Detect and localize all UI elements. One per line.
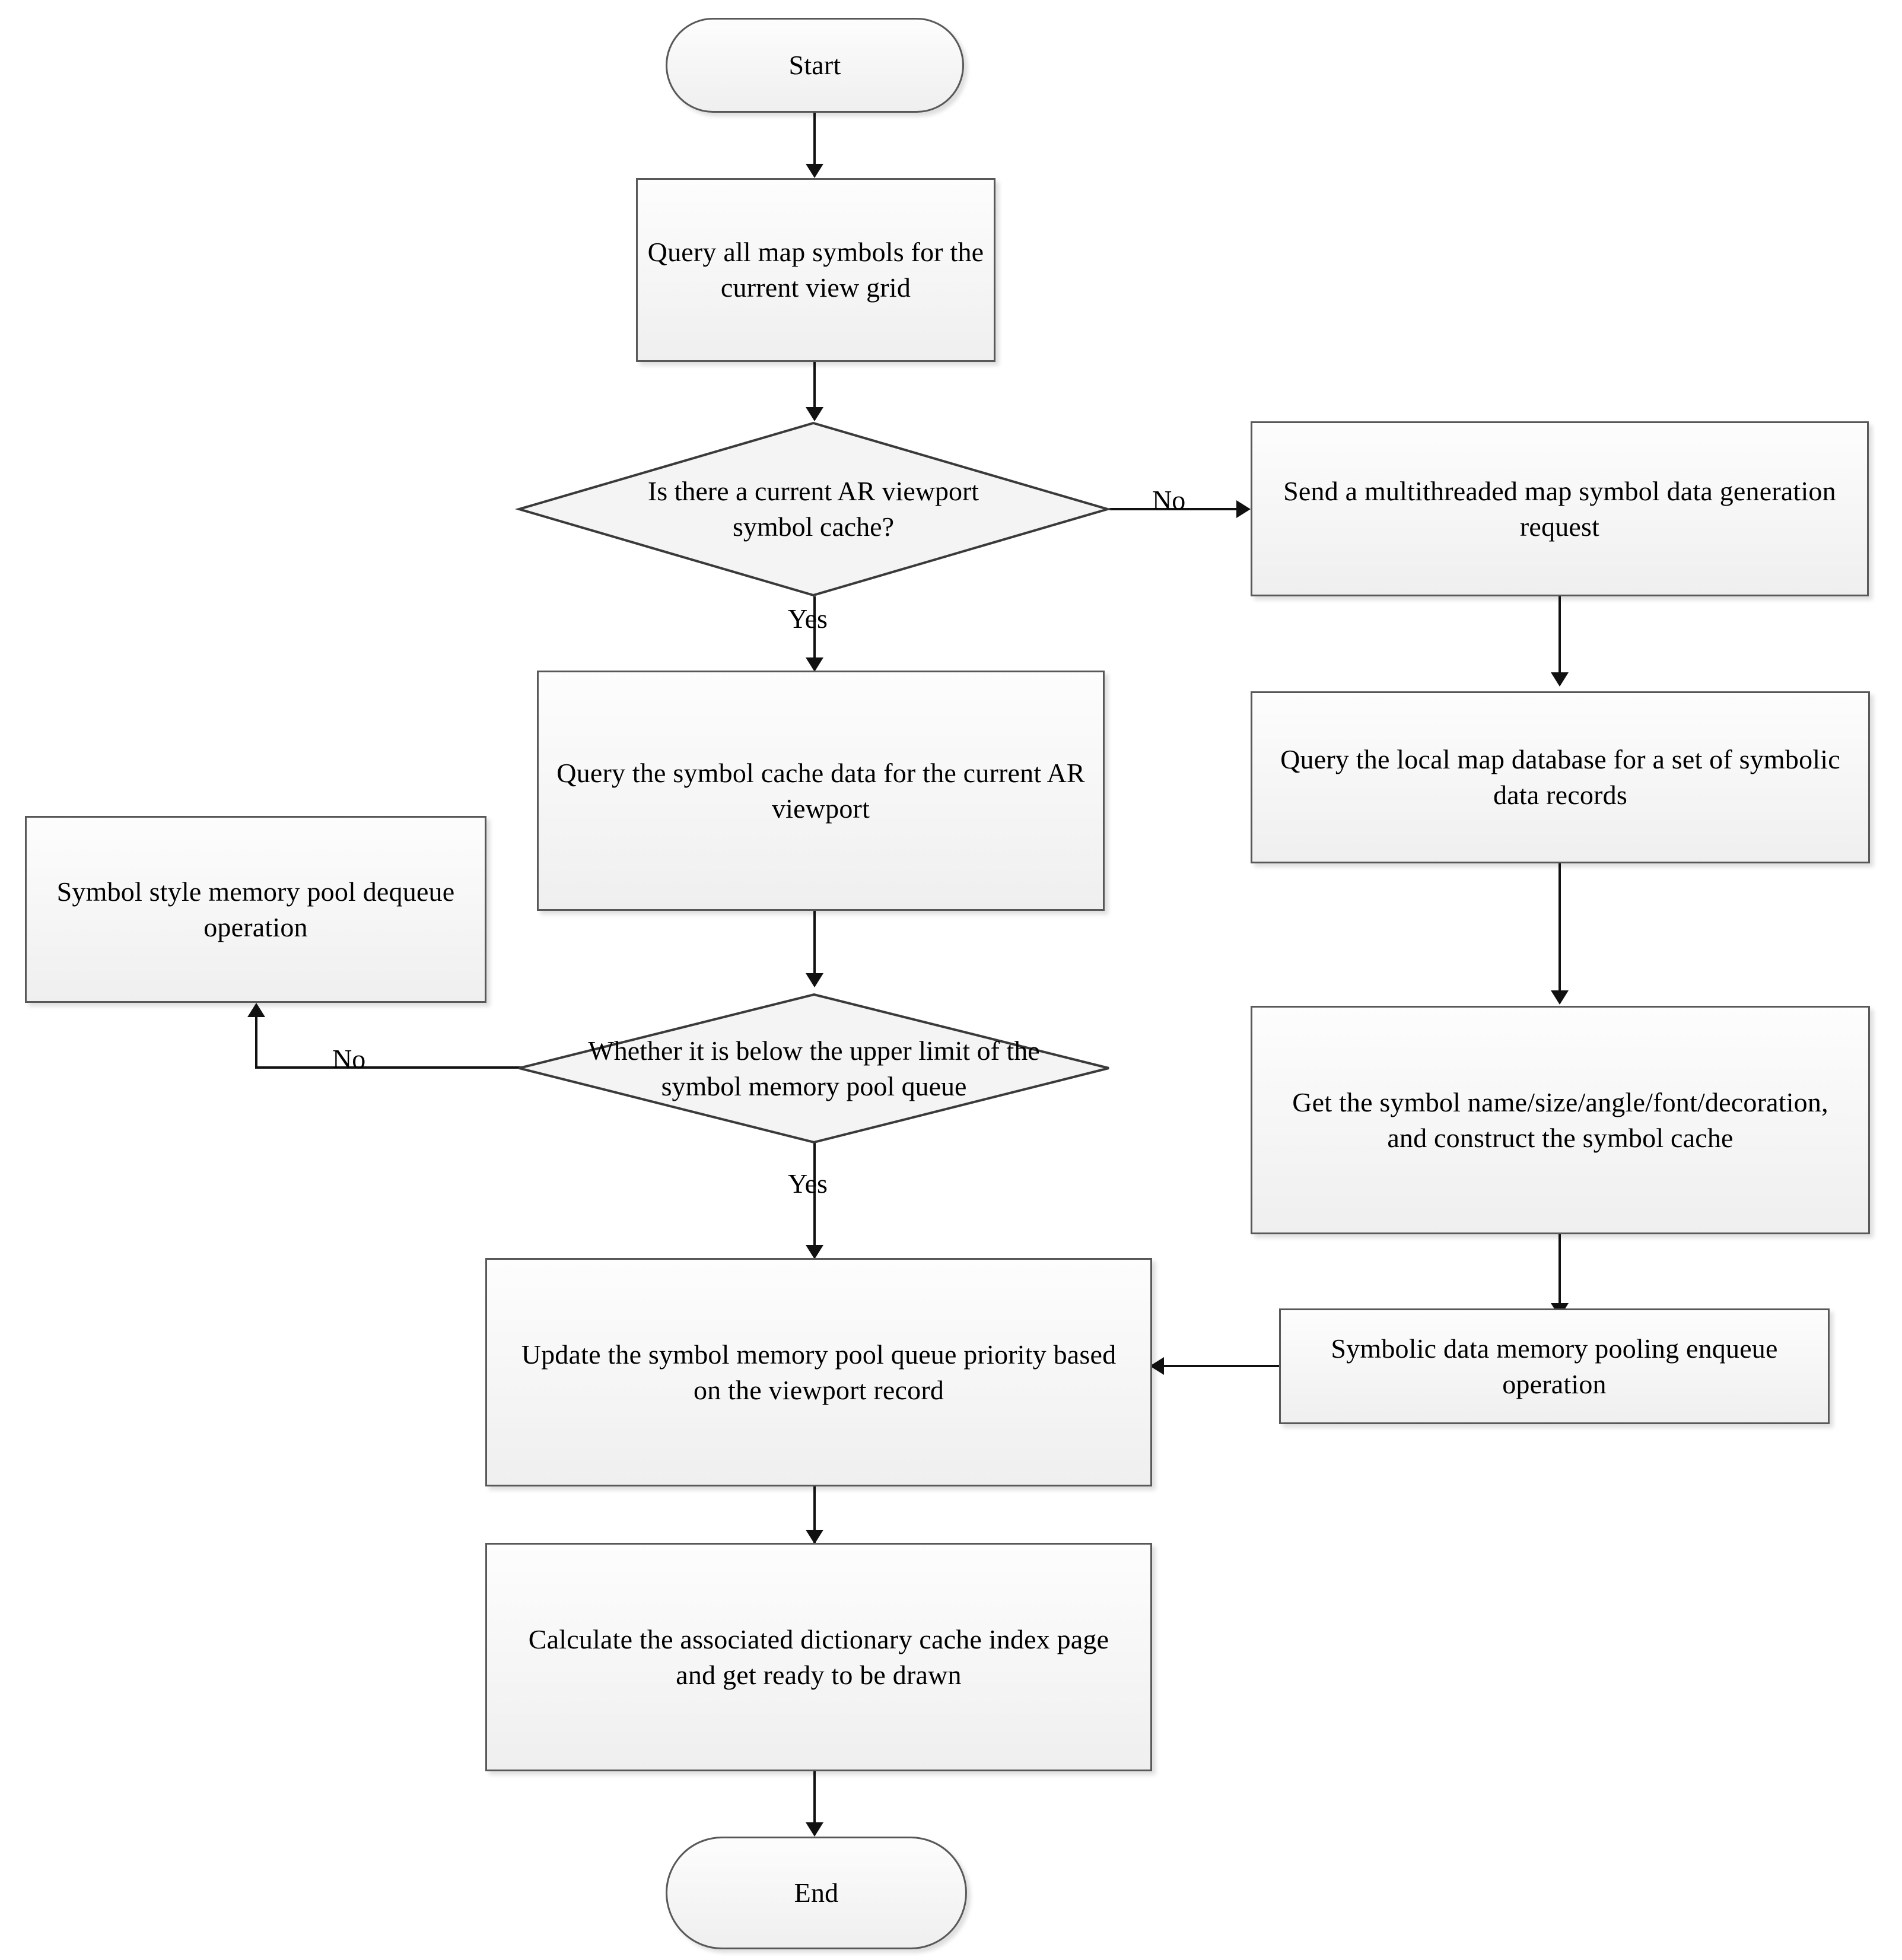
arrowhead-query-local-db: [1551, 672, 1569, 687]
edge-label-limit-no: No: [332, 1044, 366, 1074]
node-symbolic-enqueue[interactable]: Symbolic data memory pooling enqueue ope…: [1279, 1308, 1830, 1424]
arrowhead-decision-limit: [806, 973, 823, 987]
connector-decision-limit-no-vertical: [255, 1016, 257, 1069]
node-query-cache-data-label: Query the symbol cache data for the curr…: [556, 757, 1085, 824]
node-get-symbol-attrs[interactable]: Get the symbol name/size/angle/font/deco…: [1251, 1006, 1870, 1234]
edge-label-cache-no: No: [1152, 485, 1186, 515]
connector-query-cache-data-to-decision-limit: [813, 911, 816, 976]
node-decision-upper-limit[interactable]: Whether it is below the upper limit of t…: [517, 993, 1111, 1144]
node-send-request-label: Send a multithreaded map symbol data gen…: [1283, 475, 1836, 542]
connector-send-request-to-query-local-db: [1559, 596, 1561, 675]
node-get-symbol-attrs-label: Get the symbol name/size/angle/font/deco…: [1292, 1087, 1828, 1153]
arrowhead-update-priority: [806, 1245, 823, 1259]
node-symbol-style-dequeue[interactable]: Symbol style memory pool dequeue operati…: [25, 816, 486, 1003]
node-query-all-symbols[interactable]: Query all map symbols for the current vi…: [636, 178, 995, 362]
node-query-local-db-label: Query the local map database for a set o…: [1280, 744, 1840, 810]
arrowhead-symbol-style-dequeue: [247, 1003, 265, 1017]
arrowhead-calculate-index: [806, 1530, 823, 1544]
arrowhead-end: [806, 1822, 823, 1837]
node-calculate-index-label: Calculate the associated dictionary cach…: [528, 1624, 1109, 1690]
node-decision-upper-limit-label: Whether it is below the upper limit of t…: [588, 1035, 1040, 1101]
node-update-priority[interactable]: Update the symbol memory pool queue prio…: [485, 1258, 1152, 1486]
node-symbol-style-dequeue-label: Symbol style memory pool dequeue operati…: [56, 876, 455, 942]
node-decision-cache-label: Is there a current AR viewport symbol ca…: [647, 476, 979, 542]
node-symbolic-enqueue-label: Symbolic data memory pooling enqueue ope…: [1331, 1333, 1778, 1399]
arrowhead-update-priority-left: [1150, 1357, 1164, 1375]
node-start-label: Start: [788, 50, 841, 81]
node-calculate-index[interactable]: Calculate the associated dictionary cach…: [485, 1543, 1152, 1771]
node-send-request[interactable]: Send a multithreaded map symbol data gen…: [1251, 421, 1869, 596]
node-query-local-db[interactable]: Query the local map database for a set o…: [1251, 691, 1870, 863]
connector-symbolic-enqueue-to-update-priority: [1163, 1365, 1279, 1367]
connector-query-local-db-to-get-symbol-attrs: [1559, 863, 1561, 994]
arrowhead-get-symbol-attrs: [1551, 990, 1569, 1005]
arrowhead-send-request: [1236, 500, 1251, 518]
connector-query-all-to-decision-cache: [813, 362, 816, 409]
connector-decision-limit-yes: [813, 1142, 816, 1249]
node-update-priority-label: Update the symbol memory pool queue prio…: [521, 1339, 1117, 1405]
node-query-cache-data[interactable]: Query the symbol cache data for the curr…: [537, 671, 1105, 911]
node-query-all-symbols-label: Query all map symbols for the current vi…: [647, 237, 984, 303]
edge-label-cache-yes: Yes: [788, 603, 828, 634]
connector-decision-cache-yes: [813, 596, 816, 662]
edge-label-limit-yes: Yes: [788, 1168, 828, 1199]
connector-decision-limit-no-horizontal: [255, 1066, 522, 1069]
connector-update-priority-to-calculate-index: [813, 1486, 816, 1546]
connector-get-symbol-attrs-to-symbolic-enqueue: [1559, 1234, 1561, 1307]
node-end[interactable]: End: [666, 1837, 967, 1949]
connector-start-to-query-all: [813, 113, 816, 167]
arrowhead-query-cache-data: [806, 657, 823, 672]
node-start[interactable]: Start: [666, 18, 964, 113]
node-end-label: End: [794, 1878, 839, 1908]
node-decision-cache[interactable]: Is there a current AR viewport symbol ca…: [514, 421, 1112, 597]
arrowhead-decision-cache: [806, 407, 823, 421]
connector-decision-cache-no: [1109, 508, 1238, 510]
arrowhead-query-all: [806, 164, 823, 178]
connector-calculate-index-to-end: [813, 1771, 816, 1826]
